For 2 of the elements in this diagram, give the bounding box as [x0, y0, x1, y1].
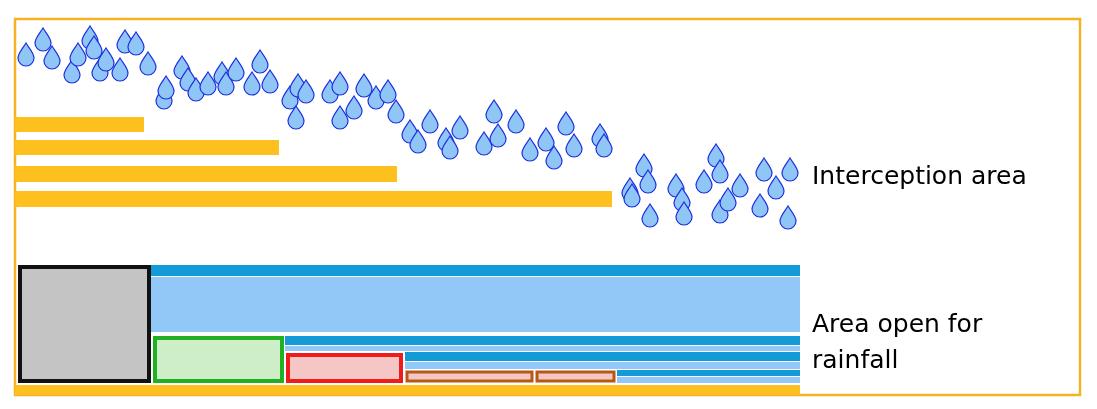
area-label: Interception area [812, 160, 1027, 192]
area-label: Area open for rainfall [812, 308, 984, 376]
